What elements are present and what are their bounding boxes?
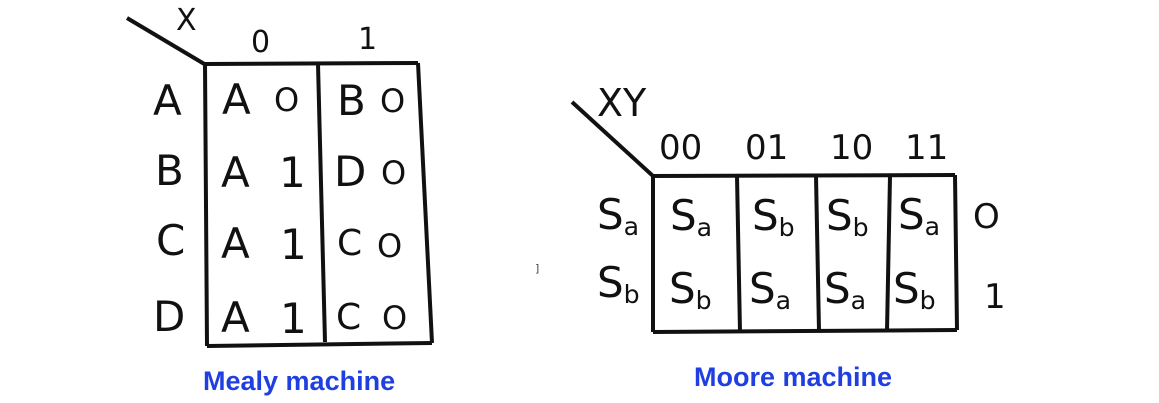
moore-state-sb-letter: S — [597, 258, 624, 307]
mealy-column-divider — [316, 63, 327, 343]
moore-cell-sb-01: Sa — [749, 268, 791, 314]
mealy-cell-a1-next: B — [337, 76, 366, 125]
moore-caption: Moore machine — [694, 362, 893, 392]
mealy-cell-d0-next: A — [221, 293, 250, 342]
cell-state: S — [898, 190, 925, 239]
moore-col-header-00: 00 — [659, 128, 703, 168]
mealy-cell-a1-out: O — [380, 82, 406, 120]
mealy-cell-a0-next: A — [222, 75, 251, 124]
mealy-cell-d1-next: C — [336, 297, 362, 338]
mealy-col-header-0: 0 — [251, 25, 271, 60]
moore-col-header-10: 10 — [830, 128, 874, 168]
mealy-table-top — [204, 61, 419, 66]
mealy-cell-d0-out: 1 — [280, 294, 307, 343]
stray-mark: ] — [535, 262, 540, 275]
moore-divider-3 — [885, 175, 892, 332]
cell-state-sub: a — [775, 286, 792, 316]
cell-state: S — [752, 191, 779, 240]
moore-table-top — [652, 173, 956, 178]
cell-state-sub: a — [924, 212, 941, 242]
moore-cell-sa-01: Sb — [752, 195, 795, 241]
cell-state-sub: b — [778, 213, 795, 243]
cell-state: S — [824, 264, 851, 313]
mealy-corner-diagonal — [125, 16, 208, 67]
cell-state-sub: a — [850, 286, 867, 316]
mealy-cell-b0-out: 1 — [279, 148, 306, 197]
mealy-cell-c1-out: O — [377, 227, 403, 265]
moore-table-right — [953, 174, 959, 331]
cell-state: S — [669, 264, 696, 313]
mealy-state-a: A — [153, 76, 182, 125]
cell-state-sub: b — [852, 213, 869, 243]
cell-state-sub: b — [919, 286, 936, 316]
moore-state-sb-sub: b — [623, 280, 640, 310]
mealy-cell-a0-out: O — [274, 81, 300, 119]
mealy-cell-c0-out: 1 — [280, 220, 307, 269]
mealy-state-d: D — [153, 292, 186, 341]
moore-cell-sa-10: Sb — [826, 195, 869, 241]
cell-state: S — [826, 191, 853, 240]
moore-output-sb: 1 — [984, 277, 1006, 317]
mealy-cell-c1-next: C — [337, 223, 363, 264]
mealy-table-bottom — [206, 341, 433, 348]
moore-input-label: XY — [597, 81, 647, 125]
moore-cell-sb-10: Sa — [824, 268, 866, 314]
moore-corner-diagonal — [570, 100, 655, 178]
moore-state-sa: Sa — [597, 194, 639, 240]
mealy-caption: Mealy machine — [203, 366, 396, 396]
mealy-col-header-1: 1 — [358, 22, 378, 57]
moore-cell-sb-00: Sb — [669, 268, 712, 314]
mealy-state-b: B — [155, 146, 184, 195]
moore-state-sb: Sb — [597, 262, 640, 308]
cell-state: S — [749, 264, 776, 313]
cell-state-sub: a — [696, 213, 713, 243]
cell-state: S — [893, 264, 920, 313]
moore-cell-sa-11: Sa — [898, 194, 940, 240]
moore-state-sa-letter: S — [597, 190, 624, 239]
mealy-cell-b1-next: D — [334, 147, 367, 196]
moore-divider-1 — [735, 175, 742, 333]
moore-output-sa: O — [973, 197, 1000, 237]
cell-state: S — [670, 191, 697, 240]
moore-cell-sb-11: Sb — [893, 268, 936, 314]
moore-divider-2 — [814, 175, 821, 332]
moore-state-sa-sub: a — [623, 212, 640, 242]
mealy-table-left — [203, 63, 209, 347]
mealy-cell-b0-next: A — [221, 148, 250, 197]
mealy-table-right — [416, 62, 434, 344]
mealy-cell-c0-next: A — [221, 219, 250, 268]
moore-col-header-11: 11 — [905, 128, 949, 168]
mealy-state-c: C — [156, 216, 186, 265]
moore-cell-sa-00: Sa — [670, 195, 712, 241]
mealy-cell-b1-out: O — [381, 154, 407, 192]
cell-state-sub: b — [695, 286, 712, 316]
moore-table-bottom — [652, 328, 958, 334]
mealy-input-label: X — [176, 3, 197, 38]
moore-col-header-01: 01 — [745, 128, 789, 168]
mealy-cell-d1-out: O — [382, 299, 408, 337]
